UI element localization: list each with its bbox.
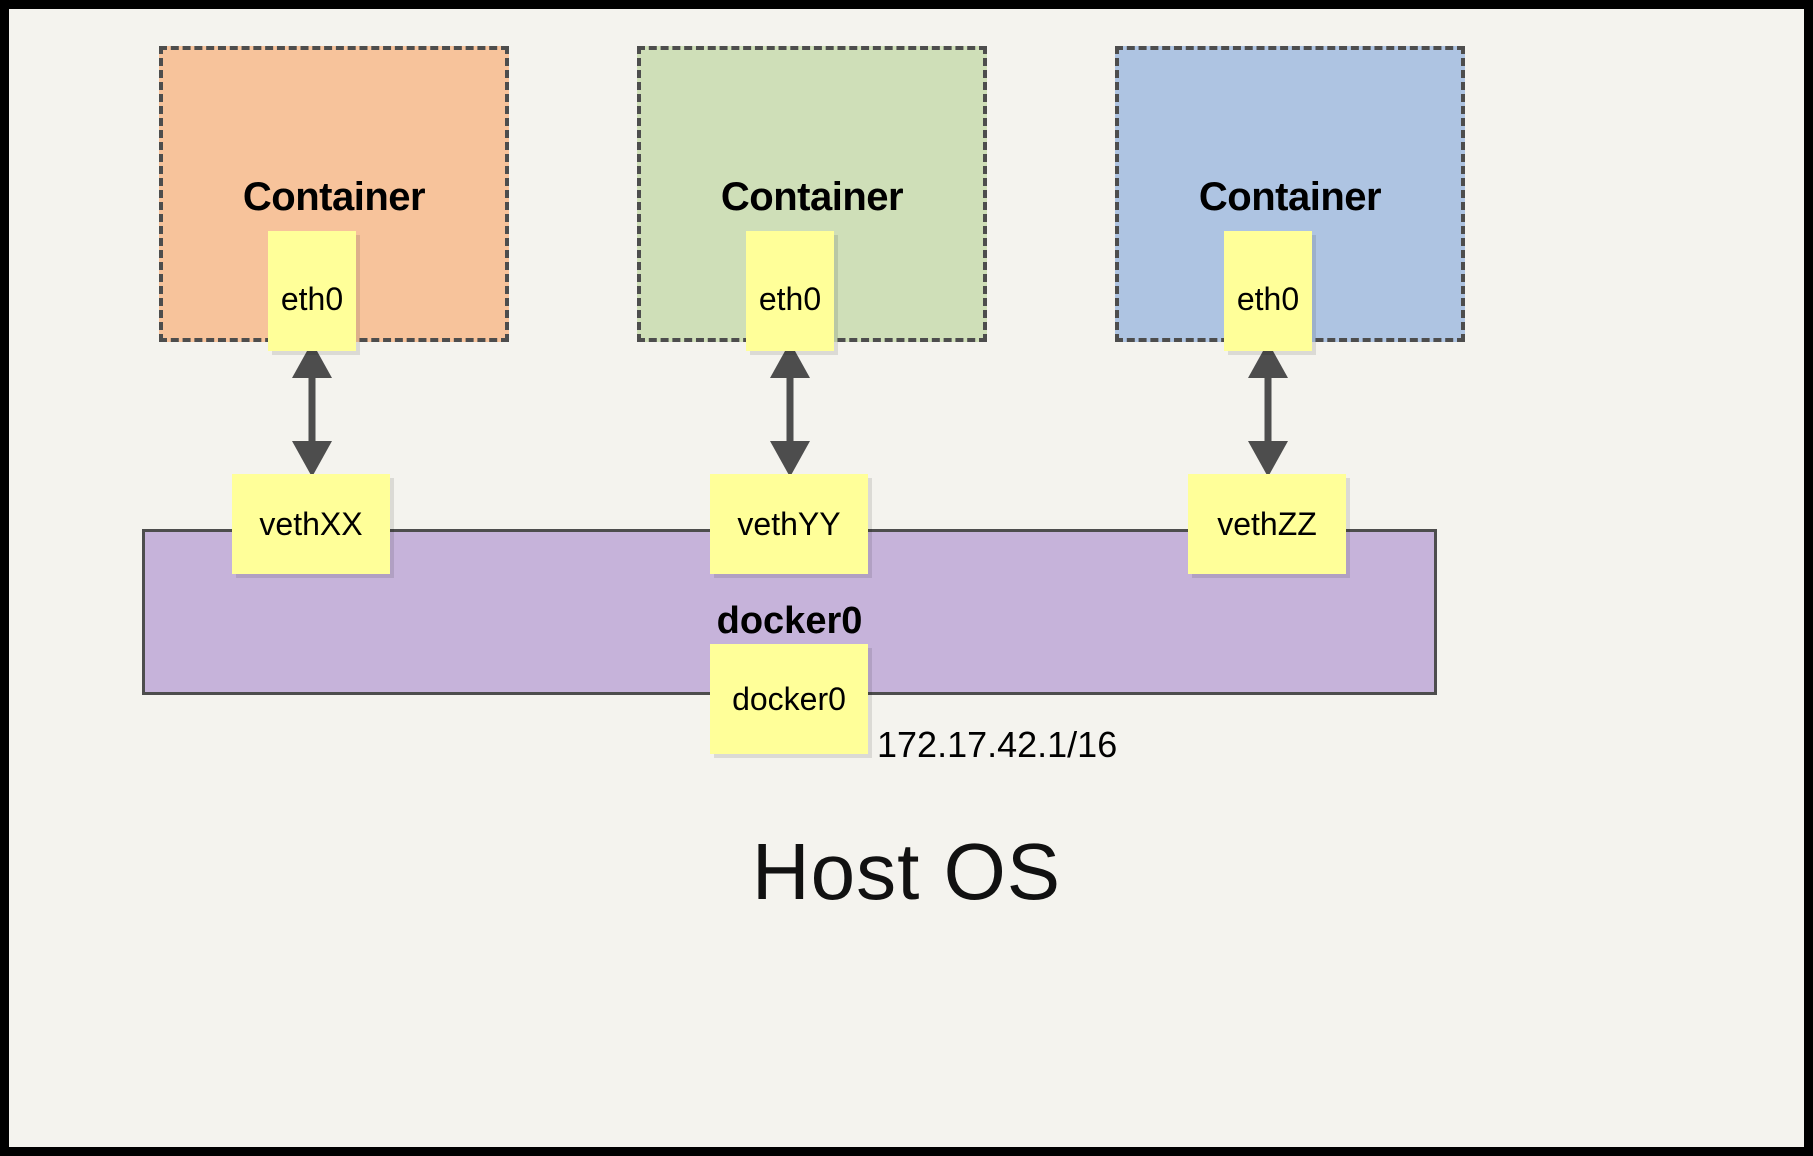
container-1-eth0-label: eth0 [280,281,344,317]
container-3-title: Container [1198,175,1382,219]
vethzz-label: vethZZ [1217,506,1317,542]
host-os-title: Host OS [751,827,1062,916]
container-1-veth-link-arrow [290,342,334,477]
double-arrow-icon [770,342,810,477]
container-2-veth-link-arrow [768,342,812,477]
vethzz-box[interactable]: vethZZ [1188,474,1346,574]
container-2-title: Container [720,175,904,219]
vethyy-label: vethYY [737,506,841,542]
container-1-title: Container [242,175,426,219]
docker0-interface-label: docker0 [732,681,846,717]
container-3-eth0-label: eth0 [1236,281,1300,317]
vethxx-box[interactable]: vethXX [232,474,390,574]
double-arrow-icon [1248,342,1288,477]
vethyy-box[interactable]: vethYY [710,474,868,574]
container-2-eth0-label: eth0 [758,281,822,317]
container-3-eth0-box[interactable]: eth0 [1224,231,1312,351]
container-1-eth0-box[interactable]: eth0 [268,231,356,351]
docker0-bridge-title: docker0 [716,600,863,642]
container-3-veth-link-arrow [1246,342,1290,477]
docker0-ip-address: 172.17.42.1/16 [877,724,1118,765]
container-2-eth0-box[interactable]: eth0 [746,231,834,351]
host-os-panel: Container eth0 vethXX Container eth0 [9,9,1804,1147]
docker0-interface-box[interactable]: docker0 [710,644,868,754]
double-arrow-icon [292,342,332,477]
vethxx-label: vethXX [259,506,363,542]
